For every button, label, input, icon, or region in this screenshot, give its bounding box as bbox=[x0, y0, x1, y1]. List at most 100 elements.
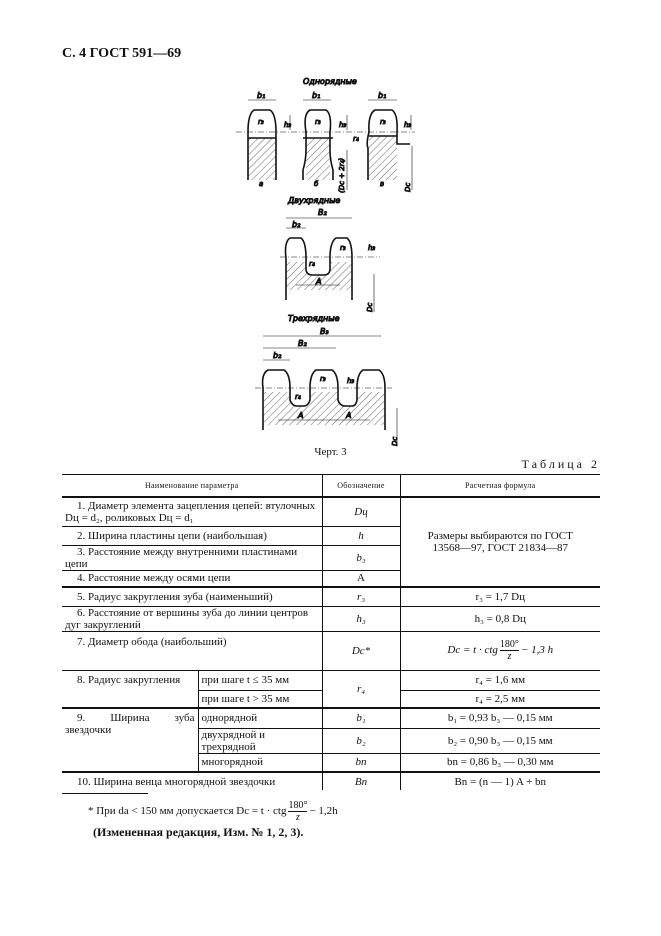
row-3-name: 3. Расстояние между внутренними пластина… bbox=[62, 544, 323, 571]
dim-B2-double: B₂ bbox=[318, 208, 327, 217]
row-9c-formula: bn = 0,86 b₃ — 0,30 мм bbox=[399, 752, 600, 773]
row-5-formula: r₃ = 1,7 Dц bbox=[399, 586, 600, 607]
row-10-symbol: Bn bbox=[354, 775, 368, 788]
dim-A-double: A bbox=[315, 277, 321, 286]
label-double-row: Двухрядные bbox=[287, 196, 340, 205]
table-row: 4. Расстояние между осями цепи A bbox=[62, 569, 600, 588]
row-9b-formula: b₂ = 0,90 b₃ — 0,15 мм bbox=[399, 727, 600, 754]
formula-part: Dc = t · ctg bbox=[447, 644, 498, 657]
dim-h3-a: h₃ bbox=[284, 121, 291, 129]
amendment-note: (Измененная редакция, Изм. № 1, 2, 3). bbox=[93, 825, 304, 839]
figure-caption: Черт. 3 bbox=[314, 446, 347, 458]
dim-dc-2r4: (Dc + 2r₄) bbox=[338, 158, 346, 193]
table-row: 1. Диаметр элемента зацепления цепей: вт… bbox=[62, 496, 600, 588]
dim-b2-triple: b₂ bbox=[273, 351, 282, 360]
denominator: z bbox=[296, 812, 300, 823]
merged-formula: Размеры выбираются по ГОСТ 13568—97, ГОС… bbox=[399, 496, 600, 588]
row-6-symbol: h₃ bbox=[356, 612, 366, 625]
row-1-name: 1. Диаметр элемента зацепления цепей: вт… bbox=[62, 496, 323, 527]
profile-a bbox=[247, 109, 277, 180]
parameters-table: Наименование параметра Обозначение Расче… bbox=[62, 474, 600, 790]
subfigure-a: а bbox=[259, 180, 263, 188]
dim-b1-b: b₁ bbox=[312, 91, 320, 100]
row-10-formula: Bn = (n — 1) A + bn bbox=[399, 771, 600, 790]
table-row: 9. Ширина зуба звездочки однорядной b₁ b… bbox=[62, 707, 600, 773]
row-8-symbol: r₄ bbox=[356, 682, 366, 695]
table-row: 2. Ширина пластины цепи (наибольшая) h bbox=[62, 525, 600, 546]
row-5-name: 5. Радиус закругления зуба (наименьший) bbox=[62, 586, 323, 607]
row-9a-formula: b₁ = 0,93 b₃ — 0,15 мм bbox=[399, 707, 600, 729]
row-9b-condition: двухрядной и трехрядной bbox=[198, 727, 323, 754]
dim-r3-triple: r₃ bbox=[320, 375, 326, 383]
label-single-row: Однорядные bbox=[303, 77, 357, 86]
dim-B3-triple: B₃ bbox=[320, 327, 329, 336]
row-9a-condition: однорядной bbox=[197, 707, 323, 729]
fraction: 180°z bbox=[499, 639, 519, 662]
subfigure-v: в bbox=[380, 180, 384, 188]
fraction: 180°z bbox=[288, 800, 308, 823]
table-row: 6. Расстояние от вершины зуба до линии ц… bbox=[62, 605, 600, 632]
row-7-name: 7. Диаметр обода (наибольший) bbox=[62, 630, 323, 671]
row-3-symbol: b₃ bbox=[356, 551, 366, 564]
row-7-symbol: Dc* bbox=[351, 644, 371, 657]
header-symbol: Обозначение bbox=[321, 474, 401, 498]
dim-dc-triple: Dc bbox=[391, 437, 399, 446]
figure-chert-3: Однорядные b₁ b₁ b₁ r₃ r₃ r₃ h₃ h₃ h₃ r₄… bbox=[236, 77, 415, 447]
row-5-symbol: r₃ bbox=[356, 590, 366, 603]
header-formula: Расчетная формула bbox=[399, 474, 600, 498]
denominator: z bbox=[507, 651, 512, 662]
dim-r3-v: r₃ bbox=[380, 118, 386, 126]
dim-b1-a: b₁ bbox=[257, 91, 265, 100]
table-row: при шаге t > 35 мм r₄ = 2,5 мм bbox=[62, 689, 600, 709]
numerator: 180° bbox=[288, 800, 308, 812]
row-8a-condition: при шаге t ≤ 35 мм bbox=[197, 669, 323, 691]
dim-r4-single: r₄ bbox=[353, 135, 359, 143]
row-8b-formula: r₄ = 2,5 мм bbox=[399, 689, 600, 709]
footnote-divider bbox=[62, 793, 148, 794]
dim-h3-b: h₃ bbox=[339, 121, 346, 129]
row-2-name: 2. Ширина пластины цепи (наибольшая) bbox=[62, 525, 323, 546]
dim-dc-double: Dc bbox=[366, 303, 374, 312]
numerator: 180° bbox=[499, 639, 519, 651]
row-9c-condition: многорядной bbox=[198, 752, 323, 773]
footnote: * При dа < 150 мм допускается Dc = t · c… bbox=[88, 800, 600, 823]
table-row: 8. Радиус закругления при шаге t ≤ 35 мм… bbox=[62, 669, 600, 709]
table-row: 10. Ширина венца многорядной звездочки B… bbox=[62, 771, 600, 790]
row-8a-formula: r₄ = 1,6 мм bbox=[399, 669, 600, 691]
row-1-symbol: Dц bbox=[354, 505, 368, 518]
row-8-name: 8. Радиус закругления bbox=[62, 669, 199, 709]
dim-A-triple-2: A bbox=[345, 411, 351, 420]
dim-r3-double: r₃ bbox=[340, 244, 346, 252]
dim-r3-b: r₃ bbox=[315, 118, 321, 126]
dim-r4-double: r₄ bbox=[309, 260, 315, 268]
dim-r4-triple: r₄ bbox=[295, 393, 301, 401]
row-4-name: 4. Расстояние между осями цепи bbox=[62, 569, 323, 588]
dim-b2-double: b₂ bbox=[292, 220, 301, 229]
row-9a-symbol: b₁ bbox=[356, 712, 366, 725]
subfigure-b: б bbox=[314, 180, 319, 188]
row-10-name: 10. Ширина венца многорядной звездочки bbox=[62, 771, 323, 790]
dim-b1-v: b₁ bbox=[378, 91, 386, 100]
profile-v bbox=[366, 109, 410, 180]
row-6-formula: h₃ = 0,8 Dц bbox=[399, 605, 600, 632]
table-row: 7. Диаметр обода (наибольший) Dc* Dc = t… bbox=[62, 630, 600, 671]
footnote-text: * При dа < 150 мм допускается Dc = t · c… bbox=[88, 805, 287, 818]
table-row: многорядной bn bn = 0,86 b₃ — 0,30 мм bbox=[62, 752, 600, 773]
row-9b-symbol: b₂ bbox=[356, 734, 366, 747]
table-header-row: Наименование параметра Обозначение Расче… bbox=[62, 474, 600, 498]
page-header: С. 4 ГОСТ 591—69 bbox=[62, 46, 182, 61]
row-9-name: 9. Ширина зуба звездочки bbox=[62, 707, 199, 773]
dim-h3-v: h₃ bbox=[404, 121, 411, 129]
table-and-notes: Наименование параметра Обозначение Расче… bbox=[62, 474, 600, 840]
dim-A-triple-1: A bbox=[297, 411, 303, 420]
row-8b-condition: при шаге t > 35 мм bbox=[198, 689, 323, 709]
dim-h3-double: h₃ bbox=[368, 244, 375, 252]
header-name: Наименование параметра bbox=[62, 474, 323, 498]
dim-r3-a: r₃ bbox=[258, 118, 264, 126]
dim-dc-single: Dc bbox=[404, 183, 412, 192]
table-row: двухрядной и трехрядной b₂ b₂ = 0,90 b₃ … bbox=[62, 727, 600, 754]
formula-part: − 1,3 h bbox=[520, 644, 554, 657]
footnote-text-end: − 1,2h bbox=[309, 805, 338, 818]
